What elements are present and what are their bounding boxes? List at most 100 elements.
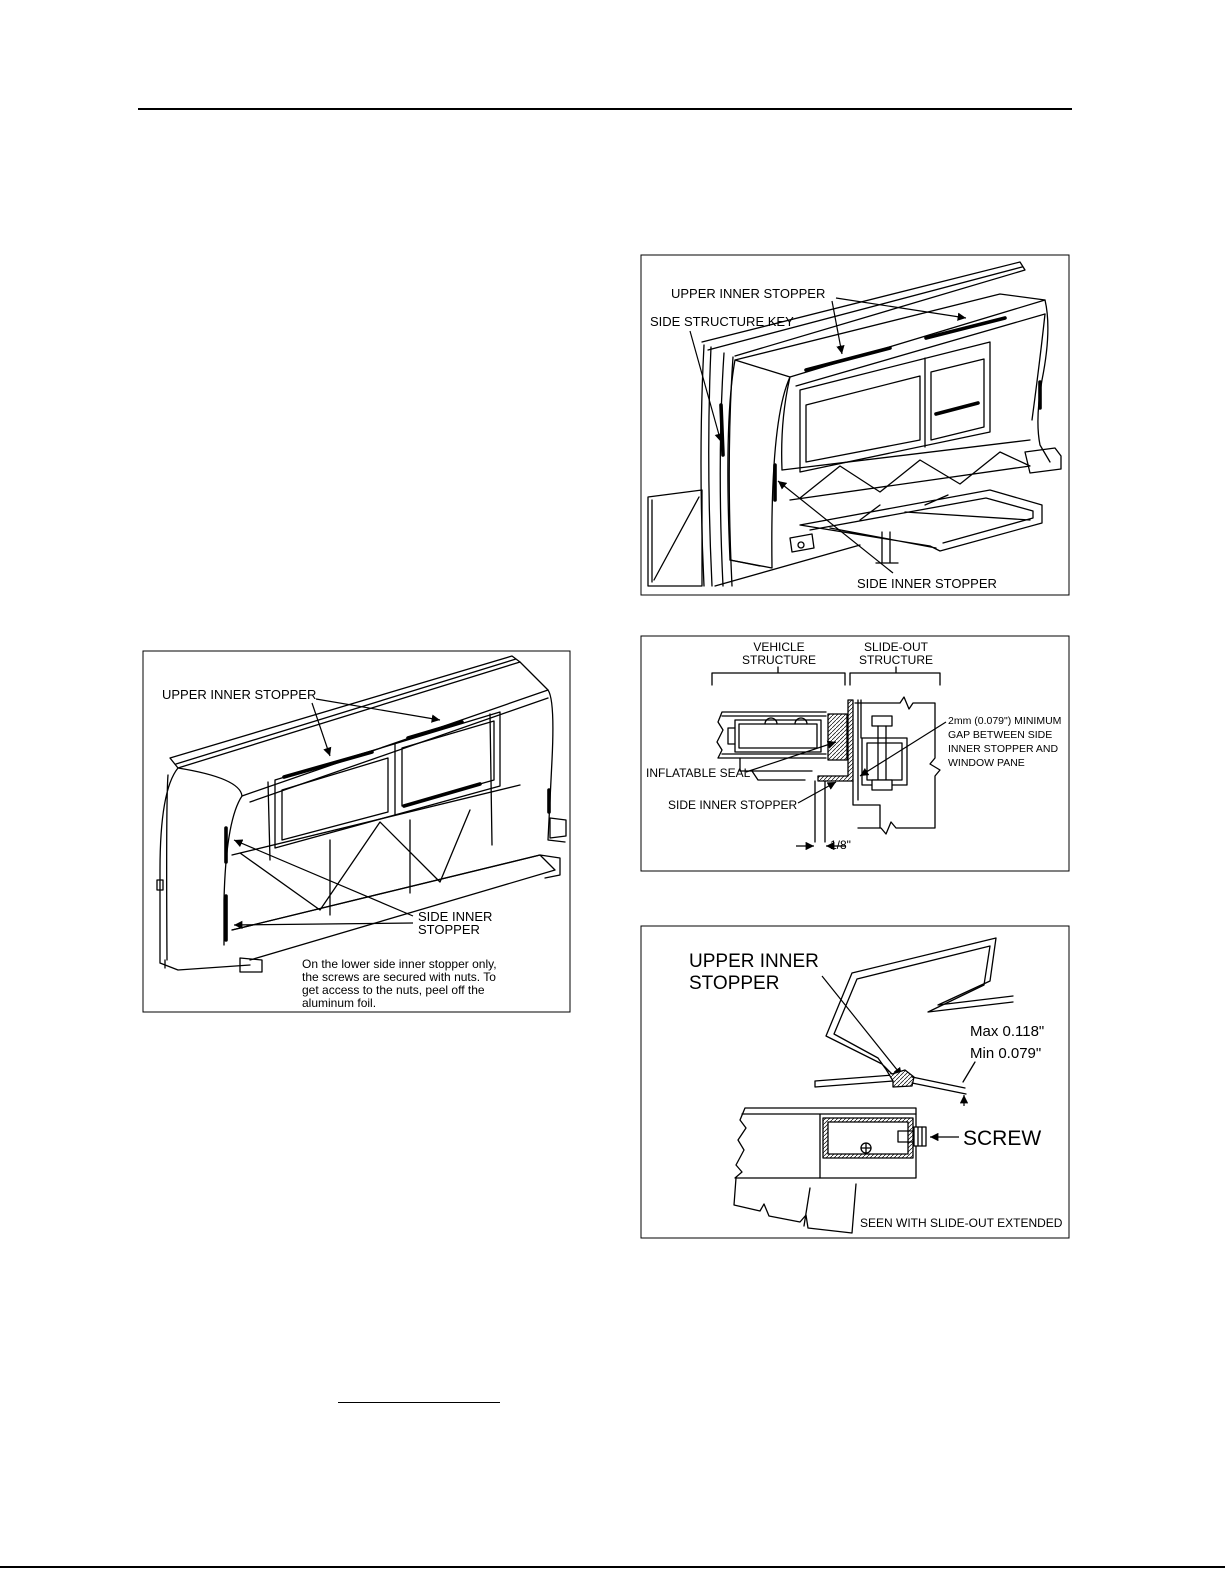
bottom-feet xyxy=(164,957,263,973)
inflatable-seal xyxy=(827,713,848,761)
figure-border xyxy=(640,254,1070,596)
label-inflatable-seal: INFLATABLE SEAL xyxy=(646,766,751,780)
leader-side-inner-stopper xyxy=(797,781,837,804)
lower-bracket xyxy=(789,533,815,553)
note-line-2: the screws are secured with nuts. To xyxy=(302,970,496,984)
side-clip xyxy=(156,879,164,891)
arrow-side-stopper-lower xyxy=(233,920,414,930)
window-pane-left xyxy=(281,757,389,841)
footer-rule xyxy=(0,1566,1225,1568)
screw-head xyxy=(913,1126,927,1147)
upper-inner-stopper xyxy=(883,1065,915,1088)
slide-out-roof-profile xyxy=(825,937,1014,1074)
window-pane xyxy=(857,699,862,801)
window-slider xyxy=(402,782,482,808)
section-linework xyxy=(711,666,941,843)
slide-out-lower-stub xyxy=(852,780,881,829)
label-side-inner-stopper: SIDE INNER STOPPER xyxy=(668,798,797,812)
window-pane-right xyxy=(401,720,495,807)
floor-truss xyxy=(231,784,541,931)
tube-wall xyxy=(741,1113,917,1179)
end-bracket xyxy=(1024,447,1062,474)
label-side-inner-stopper: SIDE INNER STOPPER xyxy=(857,576,997,591)
label-slideout-line1: SLIDE-OUT xyxy=(864,640,929,654)
lower-structure xyxy=(733,1177,857,1234)
leader-upper-inner-stopper xyxy=(821,975,903,1077)
window-pane-right xyxy=(930,358,985,441)
note-line-4: aluminum foil. xyxy=(302,996,376,1010)
leader-gap-note xyxy=(859,721,947,777)
left-end-wall xyxy=(727,359,791,569)
label-upper-inner-line2: STOPPER xyxy=(689,973,779,994)
figure-upper-stopper-section: UPPER INNER STOPPER xyxy=(640,925,1070,1239)
vehicle-tube-outer xyxy=(716,711,827,759)
gap-leader xyxy=(962,1061,976,1083)
upper-inner-stopper-left xyxy=(804,346,892,372)
inner-stoppers xyxy=(773,316,1042,502)
label-side-inner-line1: SIDE INNER xyxy=(418,909,492,924)
label-upper-inner-stopper: UPPER INNER STOPPER xyxy=(162,687,316,702)
figure-slideout-inner-view: UPPER INNER STOPPER SIDE STRUCTURE KEY S… xyxy=(640,254,1070,596)
right-end-wall xyxy=(519,661,566,843)
roof-panel xyxy=(734,293,1046,387)
arrow-upper-stopper-left xyxy=(311,702,332,757)
label-upper-inner-line1: UPPER INNER xyxy=(689,951,819,972)
right-bracket xyxy=(549,817,567,839)
vehicle-tube-inner xyxy=(734,719,822,753)
figure-border xyxy=(142,650,571,1013)
bolt-nut xyxy=(871,779,893,791)
figure-border xyxy=(640,635,1070,872)
side-inner-stopper xyxy=(817,699,854,782)
roof-rail xyxy=(701,261,1026,357)
slide-out-box xyxy=(156,655,567,973)
tube-fastener xyxy=(727,727,736,745)
slide-out-tube xyxy=(861,737,908,786)
arrow-upper-stopper-right xyxy=(315,698,441,723)
window-slider xyxy=(934,401,980,416)
left-end-wall xyxy=(159,767,251,971)
rear-posts xyxy=(267,713,493,861)
slide-out-wall xyxy=(854,696,941,835)
bracket-bolt xyxy=(797,541,805,549)
tube-holes xyxy=(764,717,808,725)
gap-note-line-4: WINDOW PANE xyxy=(948,757,1025,769)
bolt-shaft xyxy=(877,725,887,781)
extended-floor-frame xyxy=(799,489,1043,552)
note-line-1: On the lower side inner stopper only, xyxy=(302,957,497,971)
label-view-note: SEEN WITH SLIDE-OUT EXTENDED xyxy=(860,1216,1063,1230)
gap-note-line-1: 2mm (0.079") MINIMUM xyxy=(948,715,1061,727)
side-structure-key xyxy=(719,403,725,457)
bolt-head xyxy=(871,715,893,727)
figure-slideout-outer-view: UPPER INNER STOPPER SIDE INNER STOPPER O… xyxy=(142,650,571,1013)
label-side-structure-key: SIDE STRUCTURE KEY xyxy=(650,314,794,329)
arrow-side-stopper-upper xyxy=(233,839,414,917)
screw-shaft xyxy=(897,1130,915,1143)
dimension-extension-lines xyxy=(814,780,826,843)
slide-out-tube-wall xyxy=(866,742,903,781)
label-min-gap: Min 0.079" xyxy=(970,1045,1041,1062)
arrow-side-inner-stopper xyxy=(777,480,894,574)
slide-out-box xyxy=(714,293,1062,587)
inner-stoppers xyxy=(224,720,551,942)
seal-retainer xyxy=(739,757,813,781)
screw-head-flats xyxy=(917,1126,923,1147)
arrow-side-structure-key xyxy=(689,330,723,443)
upper-inner-stopper-right xyxy=(924,316,1007,340)
inner-tube xyxy=(827,1121,909,1155)
figure-border xyxy=(640,925,1070,1239)
slide-out-structure-bracket xyxy=(849,666,941,686)
window-pane-left xyxy=(805,375,921,463)
tube-outline xyxy=(734,1107,917,1179)
window-pane xyxy=(911,1076,967,1095)
arrow-upper-stopper-left xyxy=(831,300,845,355)
label-vehicle-line1: VEHICLE xyxy=(753,640,804,654)
floor-truss xyxy=(781,439,1031,501)
lower-side-panel xyxy=(647,489,703,587)
extended-floor xyxy=(231,854,561,961)
upper-inner-stopper-left xyxy=(282,750,374,779)
upper-inner-stopper-right xyxy=(406,720,464,740)
callouts: UPPER INNER STOPPER SIDE INNER STOPPER O… xyxy=(162,687,497,1010)
footnote-rule xyxy=(338,1402,500,1403)
